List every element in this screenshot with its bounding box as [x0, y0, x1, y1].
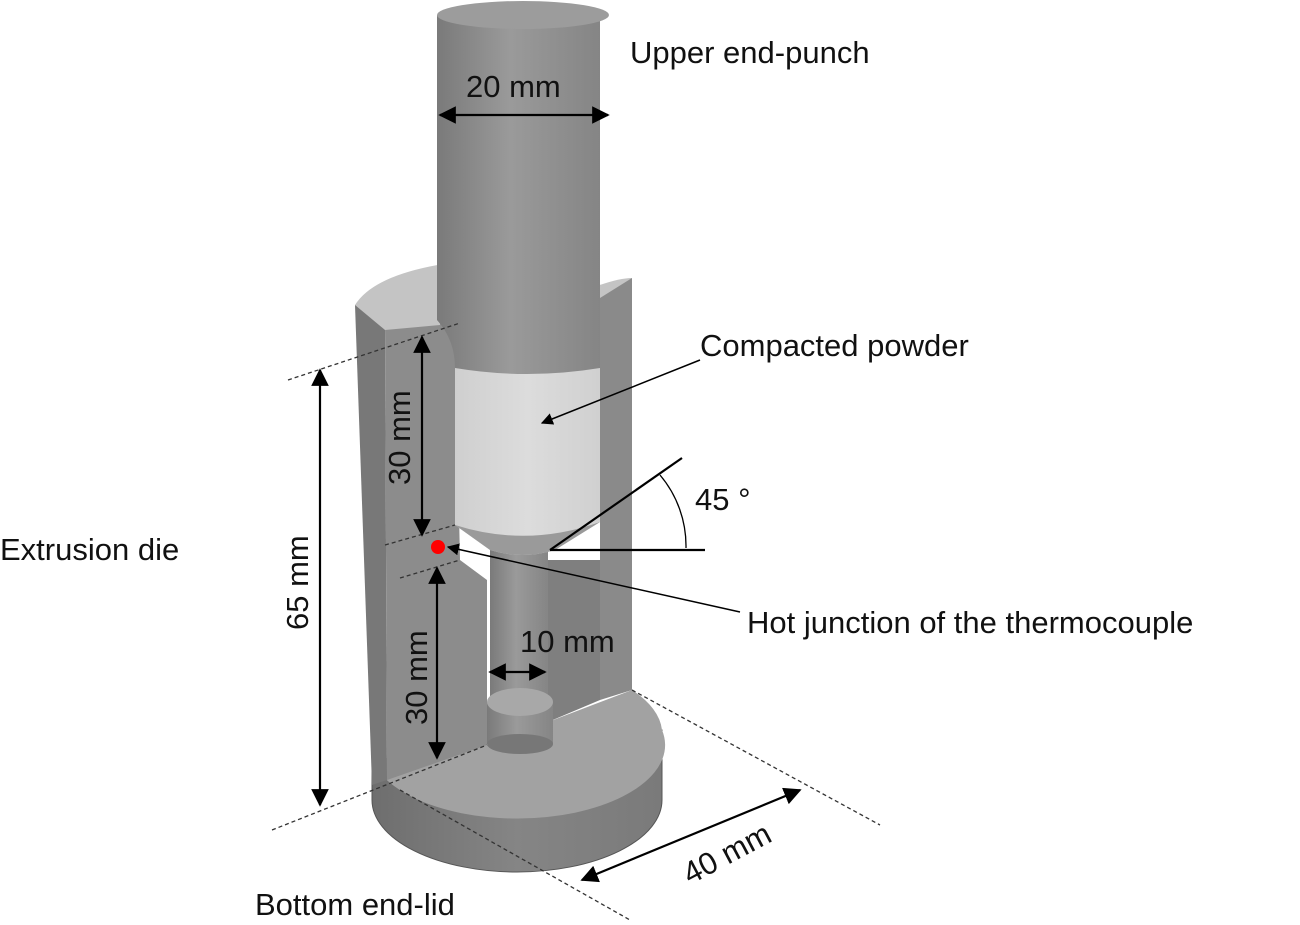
label-extrusion-die: Extrusion die — [0, 532, 179, 567]
label-hot-junction: Hot junction of the thermocouple — [747, 605, 1193, 640]
label-die-diameter: 40 mm — [677, 816, 777, 891]
bottom-plug — [487, 688, 553, 754]
label-compacted-powder: Compacted powder — [700, 328, 969, 363]
label-angle: 45 ° — [695, 482, 751, 517]
dimension-arrows — [311, 106, 802, 883]
label-upper-length: 30 mm — [382, 390, 417, 485]
channel — [490, 548, 548, 698]
label-bottom-end-lid: Bottom end-lid — [255, 887, 455, 922]
label-upper-end-punch: Upper end-punch — [630, 35, 870, 70]
compacted-powder — [455, 365, 600, 555]
label-punch-diameter: 20 mm — [466, 69, 561, 104]
label-lower-length: 30 mm — [399, 630, 434, 725]
thermocouple-hot-junction-dot — [431, 540, 445, 554]
upper-end-punch — [437, 1, 609, 374]
label-die-height: 65 mm — [280, 535, 315, 630]
label-channel-diameter: 10 mm — [520, 624, 615, 659]
